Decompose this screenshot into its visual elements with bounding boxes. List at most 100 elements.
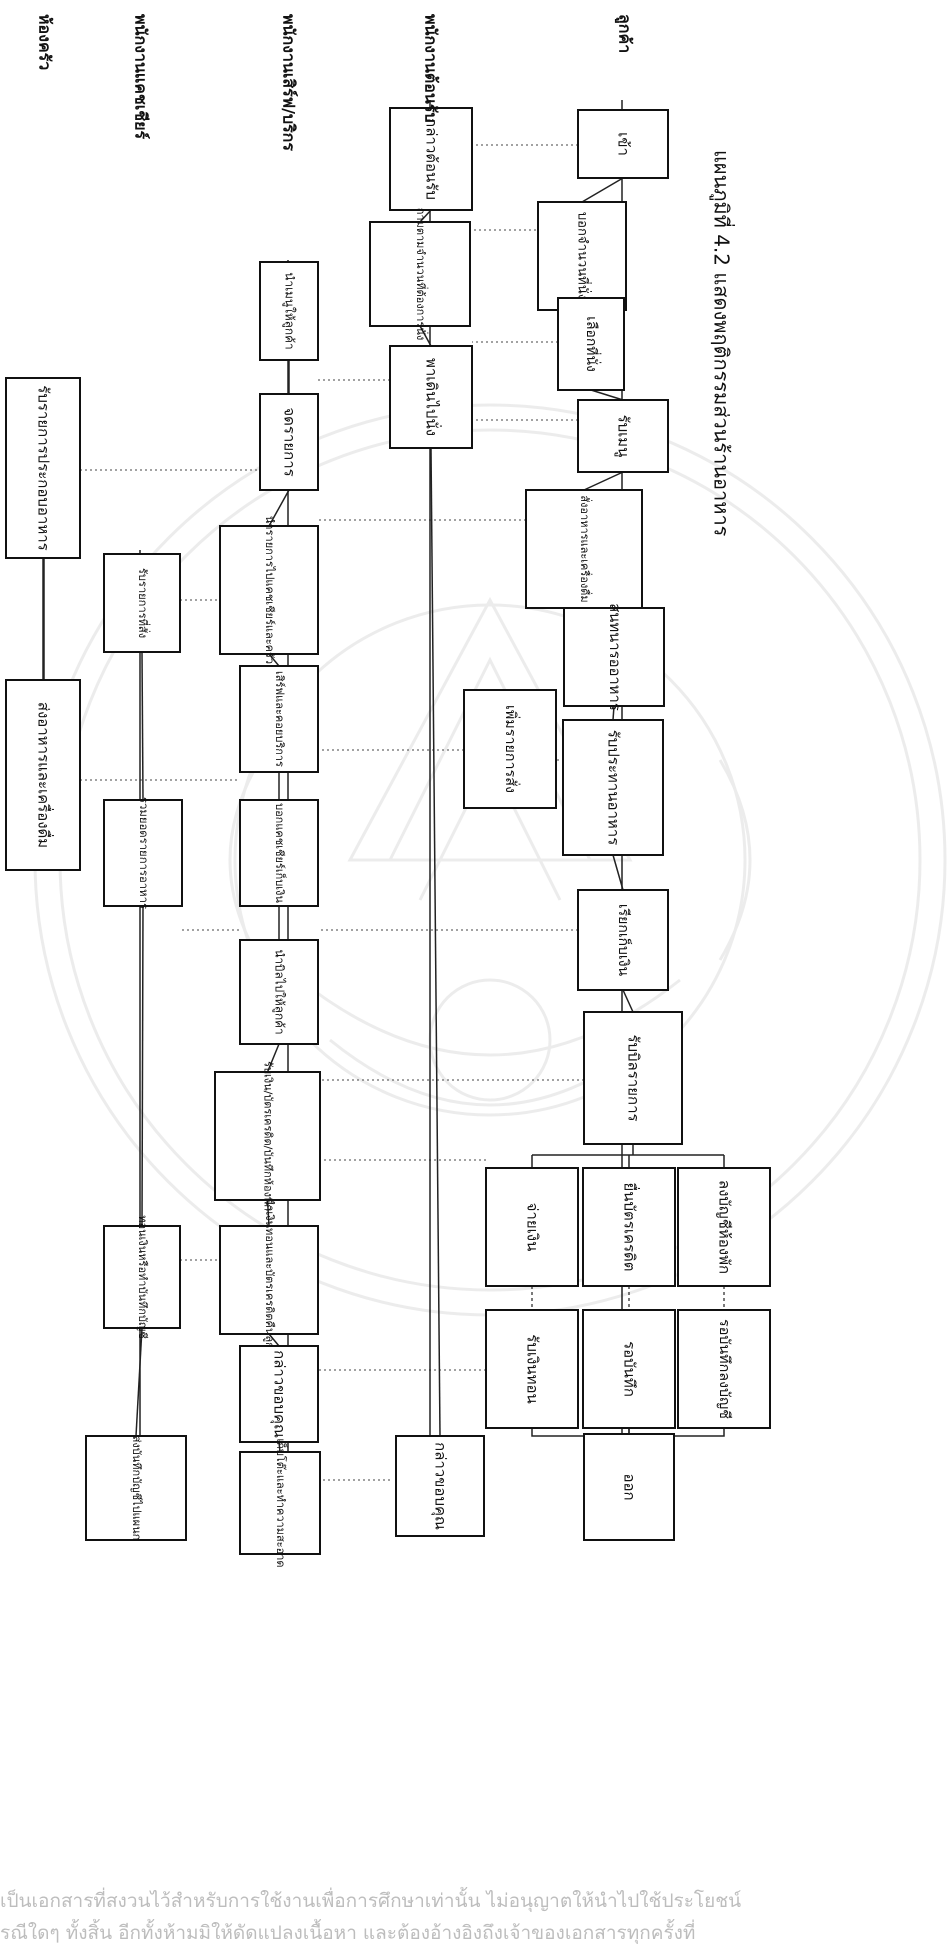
node-n10: จ่ายเงิน xyxy=(485,1167,579,1287)
node-label: ลงบัญชีห้องพัก xyxy=(716,1180,734,1274)
node-n28: รับเงิน/บัตรเครดิต/บันทึกห้องพัก xyxy=(214,1061,321,1211)
node-n2: บอกจำนวนที่นั่ง xyxy=(537,201,627,311)
node-n21: กล่าวขอบคุณ xyxy=(395,1435,485,1537)
node-label: รวมยอดรายการอาหาร xyxy=(137,797,151,909)
lane-label-lane4: พนักงานแคชเชียร์ xyxy=(132,14,151,139)
connector-n7-n8 xyxy=(612,854,624,891)
node-label: กล่าวขอบคุณ xyxy=(431,1442,450,1530)
node-box xyxy=(103,1225,181,1329)
node-box xyxy=(525,489,643,609)
node-label: รับเมนู xyxy=(615,415,633,458)
node-n24: นำรายการไปแคชเชียร์และครัว xyxy=(219,516,319,664)
node-box xyxy=(239,799,319,907)
node-n36: รับรายการประกอบอาหาร xyxy=(5,377,81,559)
node-n9: รับบิลรายการ xyxy=(583,1011,683,1145)
node-label: เลือกที่นั่ง xyxy=(583,316,601,372)
node-n29: นำเงินทอนและบัตรเครดิตคืนลูกค้า xyxy=(219,1198,319,1363)
node-n11: ยื่นบัตรเครดิต xyxy=(582,1167,676,1287)
payment-branch-split xyxy=(531,1144,725,1168)
connector-n20-n21 xyxy=(430,447,441,1437)
node-n26: บอกแคชเชียร์เก็บเงิน xyxy=(239,799,319,907)
node-label: เรียกเก็บเงิน xyxy=(615,904,633,977)
node-n7: รับประทานอาหาร xyxy=(562,719,664,856)
node-label: กล่าวขอบคุณ xyxy=(270,1350,289,1438)
node-box xyxy=(219,1225,319,1335)
node-label: นำเงินทอนและบัตรเครดิตคืนลูกค้า xyxy=(263,1198,276,1363)
node-label: ออก xyxy=(621,1473,639,1500)
node-n37: ส่งอาหารและเครื่องดื่ม xyxy=(5,679,81,871)
node-n30: กล่าวขอบคุณ xyxy=(239,1345,319,1443)
node-box xyxy=(577,399,669,473)
node-label: นำเมนูให้ลูกค้า xyxy=(282,272,297,349)
node-label: เก็บโต๊ะและทำความสะอาด xyxy=(274,1438,288,1567)
node-box xyxy=(239,1345,319,1443)
node-n15: รอบันทึกลงบัญชี xyxy=(677,1309,771,1429)
connector-n3-n4 xyxy=(590,389,624,401)
node-n1: เข้า xyxy=(577,109,669,179)
node-label: นำบิลไปให้ลูกค้า xyxy=(272,949,287,1034)
nodes: เข้าบอกจำนวนที่นั่งเลือกที่นั่งรับเมนูสั… xyxy=(5,107,771,1568)
footer-notice-line1: เป็นเอกสารที่สงวนไว้สำหรับการใช้งานเพื่อ… xyxy=(0,1890,742,1912)
node-box xyxy=(5,377,81,559)
node-n12: ลงบัญชีห้องพัก xyxy=(677,1167,771,1287)
node-box xyxy=(239,939,319,1045)
node-label: ส่งอาหารและเครื่องดื่ม xyxy=(35,702,55,848)
node-box xyxy=(677,1309,771,1429)
node-n25: เสิร์ฟและคอยบริการ xyxy=(239,665,319,773)
node-n20: พาเดินไปนั่ง xyxy=(389,345,473,449)
node-n22: นำเมนูให้ลูกค้า xyxy=(259,261,319,361)
node-label: บอกแคชเชียร์เก็บเงิน xyxy=(273,803,287,903)
node-n27: นำบิลไปให้ลูกค้า xyxy=(239,939,319,1045)
node-n33: รวมยอดรายการอาหาร xyxy=(103,797,183,909)
node-n5: สั่งอาหารและเครื่องดื่ม xyxy=(525,489,643,609)
node-n3: เลือกที่นั่ง xyxy=(557,297,625,391)
connector-n1-n2 xyxy=(581,177,624,203)
connector-n30-n31 xyxy=(278,1441,281,1453)
node-box xyxy=(85,1435,187,1541)
node-label: พาเดินไปนั่ง xyxy=(423,358,443,436)
node-label: ถามตามจำนวนที่ต้องการนั่ง xyxy=(414,208,429,341)
footer-notice-line2: รณีใดๆ ทั้งสิ้น อีกทั้งห้ามมิให้ดัดแปลงเ… xyxy=(0,1922,696,1944)
node-n14: รอบันทึก xyxy=(582,1309,676,1429)
node-n6: สนทนารออาหาร xyxy=(563,603,665,711)
connector-n8-n9 xyxy=(622,989,634,1013)
node-label: รับรายการประกอบอาหาร xyxy=(35,385,53,550)
lane-labels: ลูกค้าพนักงานต้อนรับพนักงานเสิร์ฟ/บริกรพ… xyxy=(36,14,635,151)
node-label: เพิ่มรายการสั่ง xyxy=(502,705,521,793)
node-box xyxy=(562,719,664,856)
node-n35: ส่งบันทึกบัญชีไปแผนก xyxy=(85,1435,187,1541)
node-box xyxy=(239,665,319,773)
connector-n29-n30 xyxy=(268,1333,280,1347)
lane-label-lane1: ลูกค้า xyxy=(614,14,635,53)
connector-n33-n34 xyxy=(141,905,144,1227)
node-box xyxy=(485,1309,579,1429)
node-box xyxy=(5,679,81,871)
node-n19: ถามตามจำนวนที่ต้องการนั่ง xyxy=(369,208,471,341)
node-box xyxy=(214,1071,321,1201)
node-label: ทอนเงินหรือทำบันทึกบัญชี xyxy=(136,1215,149,1338)
figure-title: แผนภูมิที่ 4.2 แสดงพฤติกรรมส่วนร้านอาหาร xyxy=(709,150,736,537)
node-n34: ทอนเงินหรือทำบันทึกบัญชี xyxy=(103,1215,181,1339)
node-label: กล่าวต้อนรับ xyxy=(423,118,441,200)
node-label: บอกจำนวนที่นั่ง xyxy=(575,212,593,300)
connector-n32-n33 xyxy=(141,651,144,801)
node-box xyxy=(557,297,625,391)
node-box xyxy=(395,1435,485,1537)
node-box xyxy=(389,345,473,449)
node-box xyxy=(677,1167,771,1287)
node-box xyxy=(563,607,665,707)
figure-title-group: แผนภูมิที่ 4.2 แสดงพฤติกรรมส่วนร้านอาหาร xyxy=(709,150,736,537)
connector-n19-n20 xyxy=(419,325,432,347)
node-n23: จดรายการ xyxy=(259,393,319,491)
node-box xyxy=(389,107,473,211)
node-n13: รับเงินทอน xyxy=(485,1309,579,1429)
node-box xyxy=(583,1433,675,1541)
connector-n6-n7 xyxy=(612,705,615,721)
lane-label-lane2: พนักงานต้อนรับ xyxy=(422,14,441,123)
node-box xyxy=(577,109,669,179)
node-box xyxy=(583,1011,683,1145)
connector-n34-n35 xyxy=(135,1327,143,1437)
node-box xyxy=(485,1167,579,1287)
node-n17: เพิ่มรายการสั่ง xyxy=(463,689,557,809)
